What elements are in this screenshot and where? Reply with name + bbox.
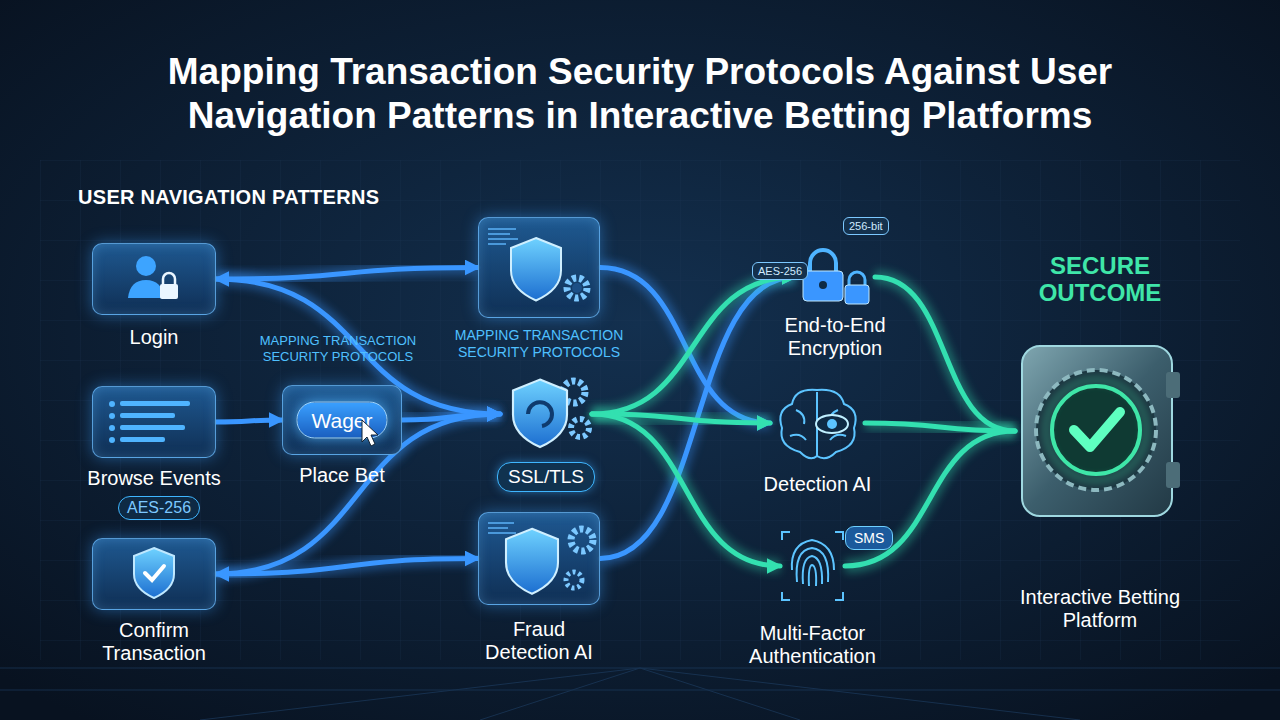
- section-caption: MAPPING TRANSACTION SECURITY PROTOCOLS: [248, 333, 428, 365]
- protocol-box: MAPPING TRANSACTION SECURITY PROTOCOLS: [478, 217, 600, 318]
- detection-node: Detection AI: [770, 383, 865, 463]
- login-box: Login: [92, 243, 216, 315]
- node-text: Interactive Betting Platform: [1000, 586, 1200, 632]
- connector-glow: [592, 277, 795, 414]
- cipher-tag: AES-256: [752, 262, 808, 280]
- connector-glow: [216, 420, 282, 422]
- fingerprint-icon: [782, 532, 843, 600]
- node-text: Fraud Detection AI: [469, 618, 609, 664]
- padlock-icon: [803, 250, 869, 304]
- node-text: SSL/TLS: [497, 462, 595, 492]
- connector-glow: [845, 431, 1015, 566]
- node-text: Confirm Transaction: [84, 619, 224, 665]
- user-lock-icon: [128, 256, 178, 299]
- fraud-box: Fraud Detection AI: [478, 512, 600, 605]
- node-text: Detection AI: [738, 473, 898, 496]
- node-text: Multi-Factor Authentication: [728, 622, 898, 668]
- sms-bubble: SMS: [845, 526, 893, 550]
- flow-connector: [216, 420, 282, 422]
- connector-glow: [592, 414, 780, 566]
- flow-connector: [875, 277, 1015, 431]
- node-text: Browse Events: [69, 467, 239, 490]
- flow-connector: [845, 431, 1015, 566]
- mfa-node: Multi-Factor Authentication: [780, 530, 845, 602]
- shield-check-icon: [134, 548, 174, 598]
- shield-gear-icon: [513, 380, 589, 448]
- node-text: End-to-End Encryption: [760, 314, 910, 360]
- wager-box: WagerPlace Bet: [282, 385, 402, 455]
- connector-glow: [875, 277, 1015, 431]
- node-text: SECURE OUTCOME: [1025, 252, 1175, 306]
- brain-eye-icon: [780, 390, 855, 458]
- node-text: MAPPING TRANSACTION SECURITY PROTOCOLS: [439, 327, 639, 361]
- ssl-node: SSL/TLS: [500, 372, 592, 456]
- section-heading: USER NAVIGATION PATTERNS: [78, 186, 379, 209]
- cipher-tag: AES-256: [118, 496, 200, 520]
- key-size-tag: 256-bit: [843, 217, 889, 235]
- vault-node: SECURE OUTCOMEInteractive Betting Platfo…: [1015, 340, 1185, 522]
- node-text: Login: [74, 326, 234, 349]
- connector-line: [845, 431, 1015, 566]
- flow-connector: [592, 277, 795, 414]
- shield-gear-icon: [488, 228, 587, 301]
- connector-line: [592, 277, 795, 414]
- cursor-icon: [362, 420, 378, 446]
- flow-connector: [592, 414, 780, 566]
- diagram-title: Mapping Transaction Security Protocols A…: [75, 50, 1205, 138]
- vault-icon: [1022, 346, 1180, 516]
- connector-line: [875, 277, 1015, 431]
- browse-box: Browse Events: [92, 386, 216, 458]
- confirm-box: Confirm Transaction: [92, 538, 216, 610]
- connector-line: [592, 414, 780, 566]
- list-icon: [109, 401, 190, 443]
- shield-gear-icon: [488, 522, 593, 594]
- connector-line: [216, 420, 282, 422]
- node-text: Place Bet: [262, 464, 422, 487]
- node-text: Wager: [296, 402, 387, 439]
